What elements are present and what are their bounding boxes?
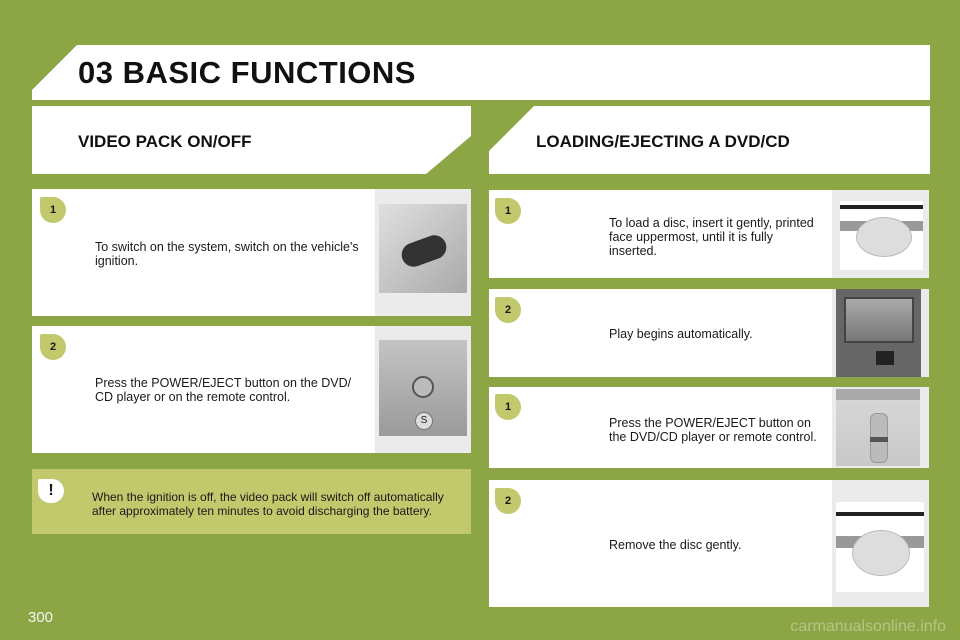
step-card: 2 Remove the disc gently. <box>489 480 929 607</box>
warning-box: ! When the ignition is off, the video pa… <box>32 469 471 534</box>
step-text: To switch on the system, switch on the v… <box>95 240 359 268</box>
step-number-badge: 1 <box>495 198 521 224</box>
image-panel <box>832 387 929 468</box>
step-card: 1 To load a disc, insert it gently, prin… <box>489 190 929 278</box>
eject-button-image <box>836 389 920 466</box>
section-title-loading: LOADING/EJECTING A DVD/CD <box>536 132 790 151</box>
step-number-badge: 2 <box>495 488 521 514</box>
warning-text: When the ignition is off, the video pack… <box>92 490 444 518</box>
page-title: 03 BASIC FUNCTIONS <box>78 55 416 90</box>
section-header-loading <box>489 106 930 174</box>
page-header <box>32 45 930 100</box>
step-card: 1 Press the POWER/EJECT button on the DV… <box>489 387 929 468</box>
image-panel: S <box>375 326 471 453</box>
step-card: 1 To switch on the system, switch on the… <box>32 189 471 316</box>
step-text: Press the POWER/EJECT button on the DVD/… <box>609 416 817 444</box>
ignition-key-image <box>379 204 467 293</box>
watermark: carmanualsonline.info <box>790 618 946 635</box>
step-text: Press the POWER/EJECT button on the DVD/… <box>95 376 352 404</box>
image-panel <box>832 480 929 607</box>
step-text: Play begins automatically. <box>609 327 753 341</box>
page-number: 300 <box>28 609 54 626</box>
step-text: Remove the disc gently. <box>609 538 742 552</box>
step-card: 2 Play begins automatically. <box>489 289 929 377</box>
disc-insert-image <box>840 201 923 270</box>
step-card: 2 Press the POWER/EJECT button on the DV… <box>32 326 471 453</box>
image-panel <box>832 289 929 377</box>
image-panel <box>375 189 471 316</box>
warning-icon: ! <box>38 479 64 503</box>
disc-eject-image <box>836 502 924 592</box>
section-header-video-pack <box>32 106 471 174</box>
section-title-video-pack: VIDEO PACK ON/OFF <box>78 132 252 151</box>
image-panel <box>832 190 929 278</box>
step-number-badge: 1 <box>495 394 521 420</box>
dvd-screen-image <box>836 289 921 377</box>
power-button-image: S <box>379 340 467 436</box>
step-number-badge: 2 <box>495 297 521 323</box>
step-text: To load a disc, insert it gently, printe… <box>609 216 814 258</box>
step-number-badge: 1 <box>40 197 66 223</box>
step-number-badge: 2 <box>40 334 66 360</box>
